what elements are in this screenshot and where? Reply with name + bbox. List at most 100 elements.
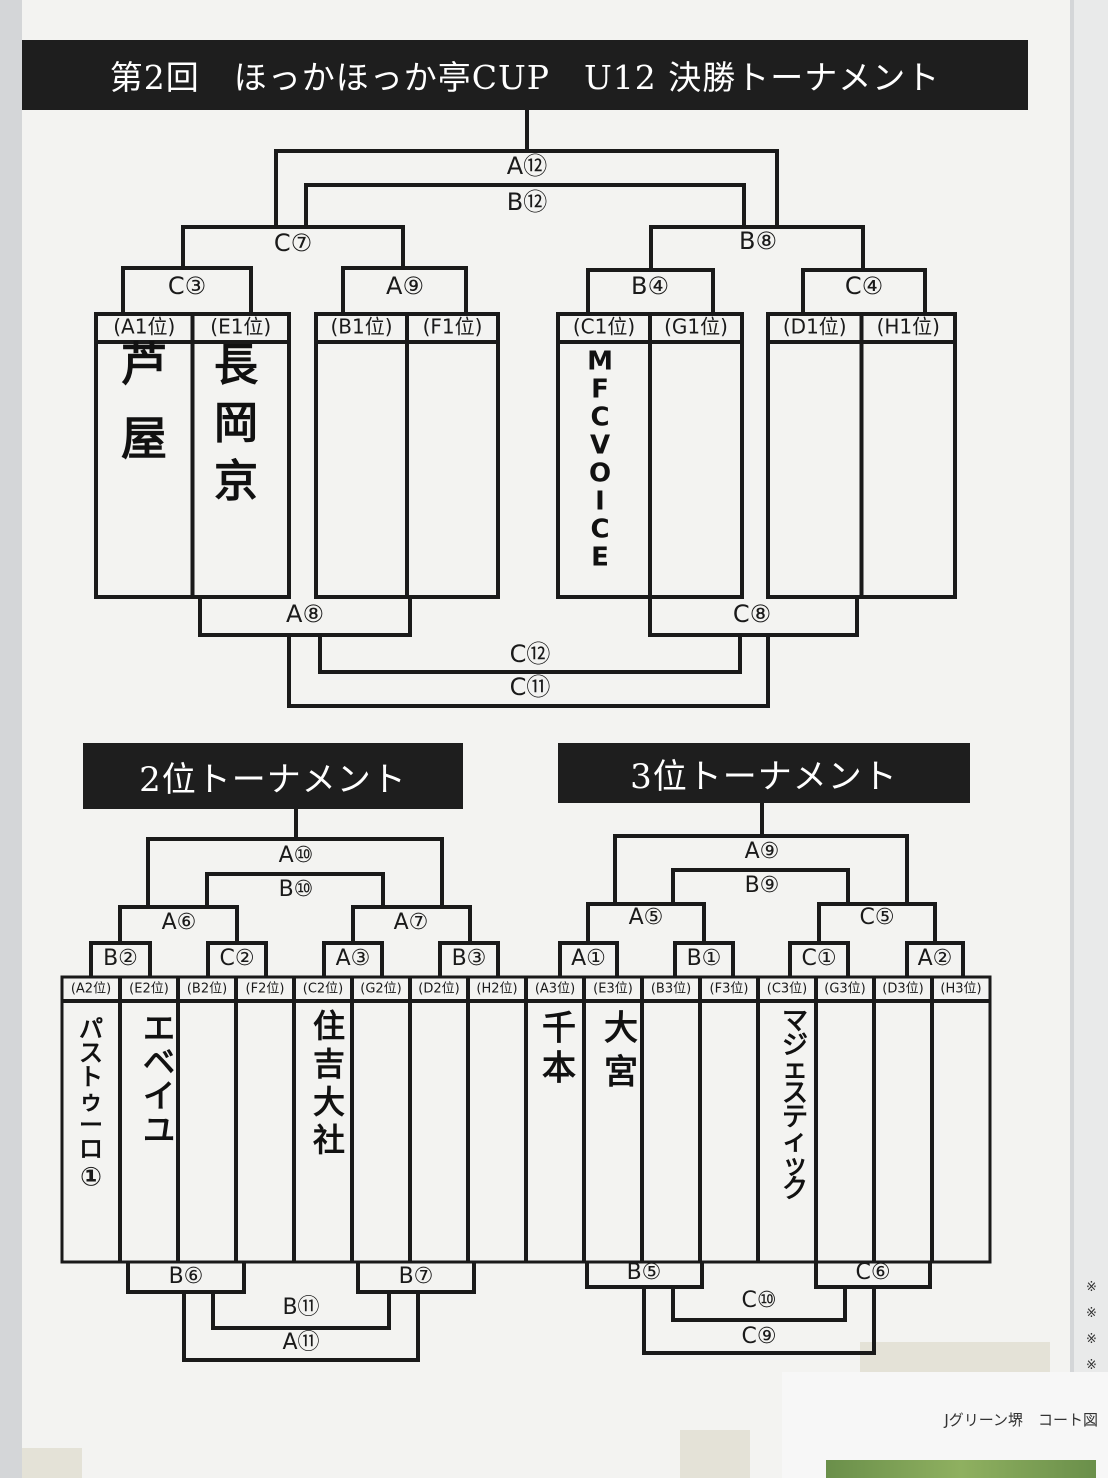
bracket-line (648, 597, 859, 637)
seed-slot-label: (G2位) (360, 982, 402, 997)
match-label: A⑥ (162, 910, 197, 935)
match-label: B⑫ (507, 188, 547, 216)
bracket-line (351, 905, 472, 943)
bracket-line (671, 1287, 847, 1322)
match-label: A⑫ (507, 152, 547, 180)
bracket-line (671, 868, 850, 904)
bracket-line (211, 1292, 391, 1330)
court-map-thumbnail (826, 1460, 1096, 1478)
match-label: B⑦ (399, 1264, 434, 1289)
note-mark: ※ (1086, 1358, 1097, 1373)
match-label: C⑨ (741, 1324, 776, 1349)
seed-slot-label: (C1位) (573, 315, 635, 339)
team-name-omiya: 大宮 (604, 1009, 638, 1093)
team-name-character: F (591, 375, 609, 405)
tape-strip (22, 1448, 82, 1478)
third-tournament-title: 3位トーナメント (558, 743, 970, 803)
match-label: C⑧ (733, 600, 771, 628)
team-name-character: テ (782, 1103, 808, 1133)
seed-slot-label: (C3位) (767, 982, 808, 997)
court-map-caption: Jグリーン堺 コート図 (944, 1411, 1098, 1429)
match-label: A⑧ (286, 600, 324, 628)
adjacent-paper (1074, 0, 1108, 1478)
team-name-senbon: 千本 (542, 1009, 576, 1089)
main-title: 第2回 ほっかほっか亭CUP U12 決勝トーナメント (22, 40, 1028, 110)
match-label: C⑩ (741, 1288, 776, 1313)
bracket-line (118, 905, 239, 943)
match-label: B② (103, 946, 138, 971)
team-name-character: M (587, 347, 613, 377)
seed-slot-label: (B1位) (330, 315, 392, 339)
team-name-nagaokakyo: 長岡京 (214, 340, 259, 507)
team-name-character: ェ (782, 1055, 808, 1085)
slot-divider (316, 314, 498, 597)
match-label: C⑥ (855, 1260, 890, 1285)
match-label: C④ (845, 272, 883, 300)
note-mark: ※ (1086, 1332, 1097, 1347)
team-name-suffix: ① (80, 1163, 102, 1193)
match-label: A② (918, 946, 953, 971)
bracket-labels: (A1位)(E1位)(B1位)(F1位)(C1位)(G1位)(D1位)(H1位)… (71, 152, 982, 1355)
team-name-character: ロ (79, 1135, 103, 1163)
bracket-line (182, 1292, 420, 1362)
seed-slot-label: (G1位) (664, 315, 728, 339)
match-label: B⑪ (282, 1295, 319, 1320)
match-label: B⑧ (739, 227, 777, 255)
slot-divider (768, 314, 955, 597)
team-name-character: V (590, 431, 610, 461)
seed-slot-label: (H3位) (940, 982, 981, 997)
seed-slot-label: (F3位) (710, 982, 749, 997)
seed-slot-label: (B2位) (187, 982, 227, 997)
match-label: C⑫ (510, 640, 551, 668)
match-label: B① (687, 946, 722, 971)
match-label: A⑤ (629, 905, 664, 930)
team-name-character: 吉 (313, 1045, 345, 1083)
team-name-character: ク (782, 1175, 808, 1205)
seed-slot-label: (A3位) (535, 982, 575, 997)
match-label: C⑪ (510, 673, 551, 701)
team-name-character: 住 (313, 1007, 345, 1045)
match-label: A① (571, 946, 606, 971)
second-tournament-title: 2位トーナメント (83, 743, 463, 809)
seed-slot-label: (C2位) (303, 982, 344, 997)
seed-slot-label: (D1位) (783, 315, 847, 339)
team-name-character: E (591, 543, 609, 573)
slot-divider (558, 314, 742, 597)
team-name-character: ト (79, 1063, 103, 1091)
match-label: A⑪ (282, 1330, 319, 1355)
match-label: A⑨ (386, 272, 424, 300)
team-name-character: 本 (542, 1049, 576, 1089)
bracket-line (649, 225, 865, 270)
court-map-paper: Jグリーン堺 コート図 (782, 1372, 1108, 1478)
team-name-character: ス (782, 1079, 808, 1109)
match-label: C② (219, 946, 254, 971)
team-name-character: イ (143, 1077, 175, 1115)
match-label: C⑤ (859, 905, 894, 930)
team-name-character: 長 (214, 340, 259, 391)
seed-slot-label: (A1位) (113, 315, 175, 339)
team-name-character: ー (79, 1111, 103, 1139)
seed-slot-label: (D2位) (418, 982, 459, 997)
seed-slot-label: (F1位) (423, 315, 483, 339)
team-name-character: パ (79, 1015, 103, 1043)
side-notes: ※ ※ ※ ※ (1086, 1280, 1108, 1384)
team-name-character: 岡 (214, 398, 258, 449)
bracket-line (304, 183, 746, 227)
match-label: B⑨ (745, 873, 780, 898)
seed-slot-label: (B3位) (651, 982, 691, 997)
team-name-character: ッ (782, 1151, 808, 1181)
match-label: A⑨ (745, 839, 780, 864)
bracket-line (586, 902, 706, 943)
bracket-line (205, 872, 385, 907)
team-name-character: エ (143, 1009, 175, 1047)
team-name-character: O (589, 459, 611, 489)
team-name-character: I (595, 487, 605, 517)
match-label: B⑩ (279, 877, 314, 902)
bracket-lines (60, 110, 992, 1362)
match-label: B③ (452, 946, 487, 971)
team-name-character: 芦 (121, 338, 167, 392)
tape-strip (680, 1430, 750, 1478)
team-name-character: 屋 (121, 412, 167, 466)
